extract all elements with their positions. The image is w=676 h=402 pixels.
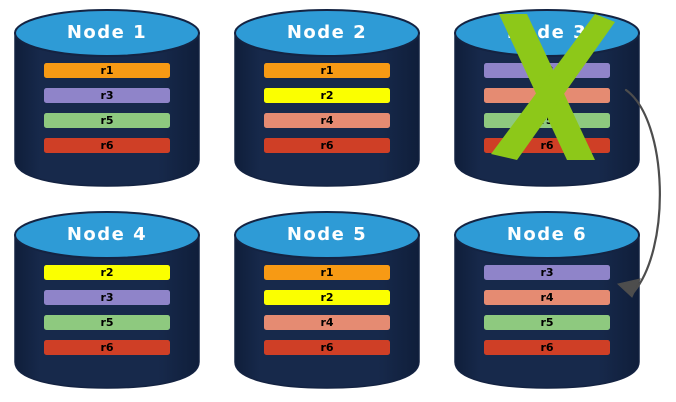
replica-bar-r5[interactable]: r5 — [44, 113, 170, 128]
cylinder-top-ellipse — [14, 9, 200, 57]
replica-bar-r6[interactable]: r6 — [44, 340, 170, 355]
replica-bar-r4[interactable]: r4 — [484, 290, 610, 305]
replica-bar-r1[interactable]: r1 — [264, 63, 390, 78]
replica-bar-r6[interactable]: r6 — [264, 138, 390, 153]
replica-bar-r3[interactable]: r3 — [484, 265, 610, 280]
replica-bar-r5[interactable]: r5 — [484, 113, 610, 128]
replica-list: r3 r4 r5 r6 — [484, 265, 610, 365]
replica-bar-r3[interactable]: r3 — [484, 63, 610, 78]
replica-bar-r4[interactable]: r4 — [264, 113, 390, 128]
replica-bar-r4[interactable]: r4 — [264, 315, 390, 330]
replica-list: r1 r3 r5 r6 — [44, 63, 170, 163]
replica-bar-r6[interactable]: r6 — [484, 138, 610, 153]
replica-bar-r5[interactable]: r5 — [44, 315, 170, 330]
replica-bar-r1[interactable]: r1 — [44, 63, 170, 78]
cylinder-top-ellipse — [234, 211, 420, 259]
cylinder-top-ellipse — [454, 9, 640, 57]
cylinder-top-ellipse — [234, 9, 420, 57]
replica-bar-r3[interactable]: r3 — [44, 88, 170, 103]
replica-bar-r2[interactable]: r2 — [264, 88, 390, 103]
replica-bar-r1[interactable]: r1 — [264, 265, 390, 280]
replica-list: r3 r4 r5 r6 — [484, 63, 610, 163]
replica-list: r1 r2 r4 r6 — [264, 63, 390, 163]
replica-bar-r6[interactable]: r6 — [44, 138, 170, 153]
replica-bar-r3[interactable]: r3 — [44, 290, 170, 305]
replica-bar-r6[interactable]: r6 — [264, 340, 390, 355]
replica-bar-r4[interactable]: r4 — [484, 88, 610, 103]
replica-bar-r6[interactable]: r6 — [484, 340, 610, 355]
replica-list: r1 r2 r4 r6 — [264, 265, 390, 365]
replica-bar-r2[interactable]: r2 — [44, 265, 170, 280]
replica-bar-r2[interactable]: r2 — [264, 290, 390, 305]
cylinder-top-ellipse — [454, 211, 640, 259]
replica-list: r2 r3 r5 r6 — [44, 265, 170, 365]
replica-bar-r5[interactable]: r5 — [484, 315, 610, 330]
cylinder-top-ellipse — [14, 211, 200, 259]
